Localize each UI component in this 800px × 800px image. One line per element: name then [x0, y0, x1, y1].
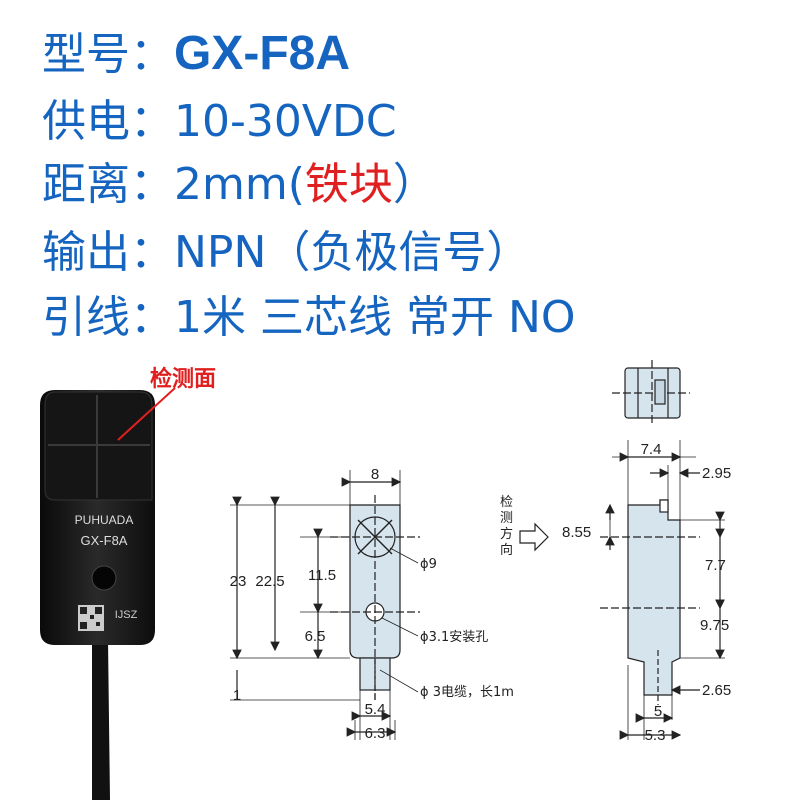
spec-output-value: NPN（负极信号）	[174, 227, 531, 278]
side-view-drawing	[519, 360, 725, 740]
dim-bottom-outer: 5.3	[645, 727, 666, 744]
side-mark-print: IJSZ	[115, 609, 138, 621]
detect-dir-char-3: 方	[500, 526, 513, 542]
brand-print: PUHUADA	[75, 513, 134, 527]
callout-cable: ϕ 3电缆，长1m	[420, 684, 514, 700]
detect-dir-char-2: 测	[500, 511, 513, 526]
detect-dir-char-4: 向	[500, 542, 513, 558]
dim-cable-width-inner: 5.4	[365, 701, 386, 718]
top-view-icon	[612, 360, 690, 426]
spec-distance-suffix: ）	[392, 159, 437, 210]
photo-mount-hole	[91, 565, 117, 591]
detect-dir-char-1: 检	[500, 495, 513, 510]
model-print: GX-F8A	[81, 533, 128, 548]
dim-top-width: 7.4	[641, 441, 662, 458]
callout-sensing-dia: ϕ9	[420, 557, 437, 572]
dim-sense-center: 8.55	[562, 524, 591, 541]
sensor-photo: PUHUADA GX-F8A IJSZ	[40, 387, 176, 800]
dim-cable-offset: 2.65	[702, 682, 731, 699]
spec-output: 输出：NPN（负极信号）	[42, 231, 530, 275]
spec-distance: 距离：2mm(铁块）	[42, 163, 437, 207]
spec-distance-label: 距离：	[42, 159, 174, 210]
dim-overall-height: 23	[230, 573, 247, 590]
dim-bottom-inner: 5	[654, 703, 662, 720]
side-view-body	[627, 499, 681, 696]
spec-output-label: 输出：	[42, 227, 174, 278]
spec-model-label: 型号：	[42, 29, 174, 80]
qr-code-icon	[78, 605, 104, 631]
front-view-labels: 8 23 22.5 11.5 6.5 1 5.4 6.3 ϕ9 ϕ3.1安装孔 …	[230, 466, 514, 742]
dim-body-height: 22.5	[255, 573, 284, 590]
dim-upper-hole-spacing: 11.5	[308, 567, 336, 584]
spec-lead: 引线：1米 三芯线 常开 NO	[42, 296, 576, 340]
spec-lead-label: 引线：	[42, 292, 174, 343]
dim-lower: 9.75	[700, 617, 729, 634]
dim-lower-offset: 6.5	[305, 628, 326, 645]
dim-step: 2.95	[702, 465, 731, 482]
spec-model: 型号：GX-F8A	[42, 30, 350, 78]
spec-distance-value: 2mm(	[174, 159, 305, 210]
spec-power-label: 供电：	[42, 96, 174, 147]
spec-distance-highlight: 铁块	[304, 159, 393, 210]
side-view-labels: 检 测 方 向 7.4 2.95 8.55 7.7 9.75 2.65 5 5.…	[500, 441, 731, 744]
front-view-drawing	[230, 470, 420, 740]
sensor-cable	[92, 640, 110, 800]
dim-cable-width-outer: 6.3	[365, 725, 386, 742]
spec-model-value: GX-F8A	[174, 27, 351, 80]
dim-width-top: 8	[371, 466, 379, 483]
dim-cable-protrusion: 1	[233, 687, 241, 704]
dim-mid: 7.7	[705, 557, 726, 574]
sensing-face-callout: 检测面	[150, 367, 217, 392]
spec-power: 供电：10-30VDC	[42, 100, 397, 144]
callout-line	[117, 387, 176, 441]
callout-mount-hole: ϕ3.1安装孔	[420, 630, 488, 645]
spec-power-value: 10-30VDC	[174, 96, 397, 147]
spec-lead-value: 1米 三芯线 常开 NO	[174, 292, 576, 343]
detect-direction-arrow	[519, 522, 549, 552]
